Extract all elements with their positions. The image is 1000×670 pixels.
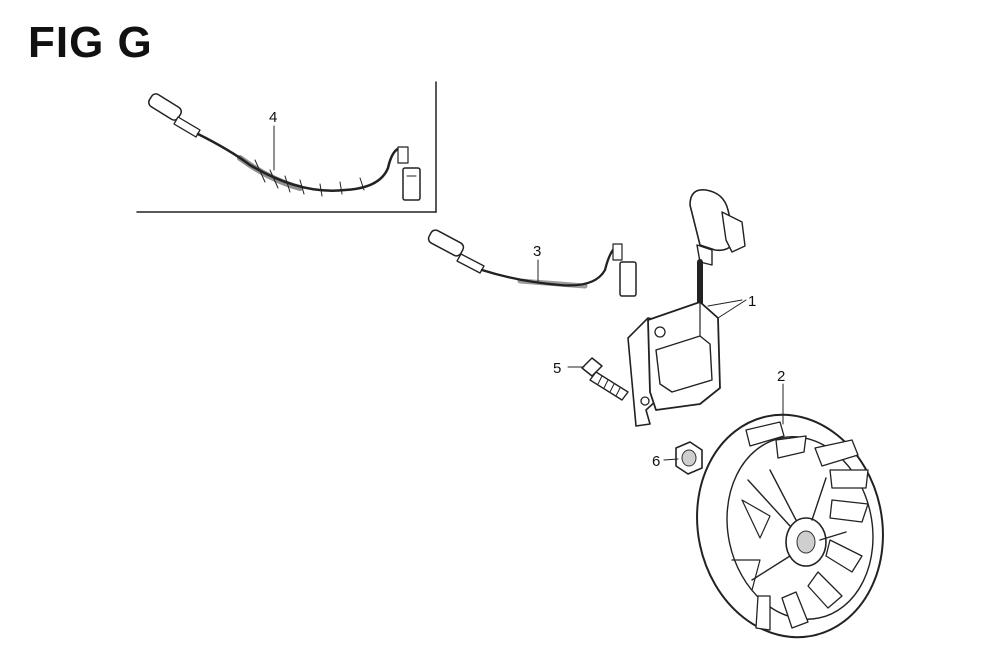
- callout-label-2: 2: [777, 368, 785, 385]
- callout-4: 4: [269, 109, 277, 171]
- part-1-ignition-coil: [627, 188, 747, 427]
- callout-label-1: 1: [748, 293, 756, 310]
- part-3-wire: [427, 229, 637, 297]
- callout-label-6: 6: [652, 453, 660, 470]
- part-2-flywheel: [696, 413, 884, 639]
- callout-5: 5: [553, 360, 585, 377]
- callout-2: 2: [777, 368, 785, 425]
- callout-6: 6: [652, 453, 679, 470]
- callout-1: 1: [707, 293, 756, 310]
- part-4-wire-harness: [148, 93, 421, 201]
- callout-3: 3: [533, 243, 541, 283]
- callout-label-3: 3: [533, 243, 541, 260]
- part-5-bolt: [581, 357, 629, 401]
- figure-title: FIG G: [28, 18, 153, 67]
- callout-label-4: 4: [269, 109, 277, 126]
- part-6-nut: [675, 441, 703, 475]
- callout-label-5: 5: [553, 360, 561, 377]
- inset-frame: [136, 81, 437, 213]
